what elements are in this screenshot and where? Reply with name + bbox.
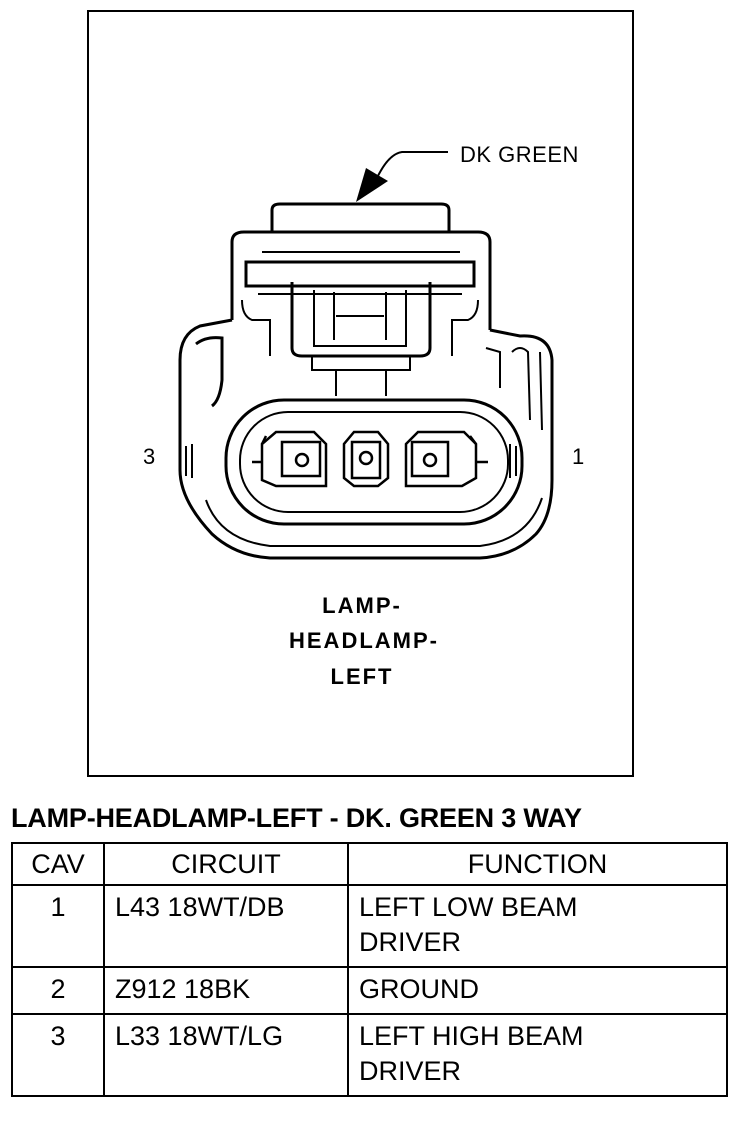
- cell-cav: 1: [11, 884, 105, 968]
- table-title: LAMP-HEADLAMP-LEFT - DK. GREEN 3 WAY: [11, 803, 582, 833]
- connector-body: [178, 202, 554, 560]
- table-row: 1 L43 18WT/DB LEFT LOW BEAM DRIVER: [11, 884, 728, 968]
- table-row: 3 L33 18WT/LG LEFT HIGH BEAM DRIVER: [11, 1013, 728, 1097]
- function-line: LEFT LOW BEAM: [359, 892, 578, 922]
- header-function: FUNCTION: [347, 842, 728, 886]
- pinout-table: CAV CIRCUIT FUNCTION 1 L43 18WT/DB LEFT …: [11, 842, 728, 1097]
- header-circuit: CIRCUIT: [103, 842, 349, 886]
- cell-circuit: L33 18WT/LG: [103, 1013, 349, 1097]
- terminal-cavity-1: [404, 430, 488, 488]
- terminal-cavity-2: [342, 430, 390, 488]
- diagram-border: [87, 10, 634, 777]
- function-line: GROUND: [359, 974, 479, 1004]
- connector-diagram: DK GREEN: [87, 10, 634, 777]
- function-line: DRIVER: [359, 1056, 462, 1086]
- wire-color-callout-arrow: [356, 151, 448, 202]
- cell-circuit: Z912 18BK: [103, 966, 349, 1015]
- header-cav: CAV: [11, 842, 105, 886]
- cell-cav: 2: [11, 966, 105, 1015]
- cell-cav: 3: [11, 1013, 105, 1097]
- connector-drawing: DK GREEN: [87, 10, 634, 777]
- cell-circuit: L43 18WT/DB: [103, 884, 349, 968]
- connector-name-line-1: LAMP-: [322, 593, 402, 618]
- connector-name-line-3: LEFT: [331, 664, 394, 689]
- function-line: DRIVER: [359, 927, 462, 957]
- function-line: LEFT HIGH BEAM: [359, 1021, 584, 1051]
- wire-color-label: DK GREEN: [460, 142, 579, 167]
- cell-function: GROUND: [347, 966, 728, 1015]
- table-row: 2 Z912 18BK GROUND: [11, 966, 728, 1015]
- terminal-cavity-3: [252, 430, 328, 488]
- pin-label-right: 1: [572, 444, 584, 469]
- connector-name-line-2: HEADLAMP-: [289, 628, 439, 653]
- cell-function: LEFT LOW BEAM DRIVER: [347, 884, 728, 968]
- pin-label-left: 3: [143, 444, 155, 469]
- table-header-row: CAV CIRCUIT FUNCTION: [11, 842, 728, 886]
- cell-function: LEFT HIGH BEAM DRIVER: [347, 1013, 728, 1097]
